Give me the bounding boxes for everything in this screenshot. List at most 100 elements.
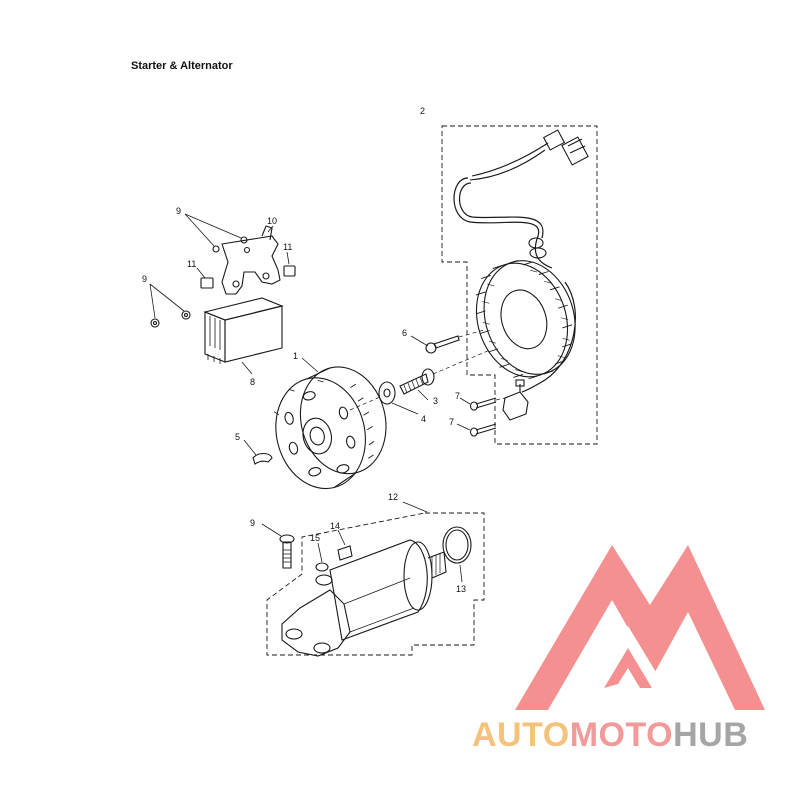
part-1-flywheel	[273, 366, 387, 490]
callout-10: 10	[267, 216, 277, 226]
screw-7a	[475, 397, 497, 409]
vent-hole	[302, 391, 316, 401]
callout-1: 1	[293, 351, 298, 361]
motor-mount	[281, 589, 351, 657]
callout-15: 15	[310, 533, 320, 543]
starter-bolt-threads	[283, 549, 291, 563]
leader-13	[459, 564, 463, 583]
group-box-2	[441, 125, 598, 445]
watermark-logo	[515, 545, 765, 710]
flywheel-rim-top	[306, 367, 331, 380]
pickup-sensor-tab	[515, 379, 525, 387]
flywheel-hub-inner	[309, 426, 325, 446]
washer-4-outer	[378, 381, 396, 405]
dashed-axis-4	[349, 396, 381, 411]
callout-12: 12	[388, 492, 398, 502]
leader-9c	[149, 283, 156, 319]
callout-2: 2	[420, 106, 425, 116]
part-14-terminal-nut	[337, 529, 353, 561]
stator-coil	[475, 260, 576, 380]
group-box-12	[266, 512, 485, 656]
starter-bolt-head	[279, 534, 295, 544]
connector-a	[542, 129, 566, 151]
dashed-axis-7	[495, 397, 507, 401]
mount-hole-2	[313, 642, 331, 654]
bolt-3-thread-lines	[403, 376, 424, 394]
stator-windings	[475, 260, 573, 380]
connector-detail	[567, 138, 583, 147]
leader-14	[337, 529, 346, 546]
bolt-9d	[181, 310, 191, 320]
motor-body	[329, 539, 428, 641]
stator-outer-ring	[475, 262, 569, 378]
motor-housing-line	[343, 577, 415, 633]
bracket-10-plate	[221, 235, 281, 295]
flywheel-vent-holes	[284, 391, 356, 477]
flywheel-magnets	[273, 379, 324, 416]
leader-7b	[456, 423, 471, 431]
vent-hole	[284, 411, 294, 425]
leader-4	[391, 402, 419, 415]
vent-hole	[336, 464, 350, 474]
leader-8	[241, 361, 253, 375]
part-5-woodruff-key	[243, 439, 273, 465]
key-5-body	[252, 452, 273, 465]
leader-9d	[149, 283, 185, 312]
bolt-9c	[150, 318, 160, 328]
callout-7a: 7	[455, 391, 460, 401]
part-11-clips	[196, 251, 296, 289]
vent-hole	[346, 435, 356, 449]
leader-9e	[261, 523, 282, 537]
callout-11a: 11	[187, 259, 196, 269]
watermark-word-moto: MOTO	[569, 716, 674, 754]
flywheel-back-rim	[299, 366, 387, 475]
bracket-hole-3	[243, 246, 251, 254]
callout-11b: 11	[283, 242, 292, 252]
callout-8: 8	[250, 377, 255, 387]
watermark-text: AUTOMOTOHUB	[472, 716, 748, 755]
bolt-9a	[212, 245, 220, 253]
part-3-flywheel-bolt	[399, 349, 491, 401]
bolt-3-thread	[399, 373, 429, 395]
bracket-10-arm	[261, 225, 273, 241]
leader-10	[267, 225, 274, 233]
regulator-fins	[207, 316, 221, 364]
leader-3	[417, 389, 429, 401]
leader-11a	[196, 267, 206, 279]
watermark-word-auto: AUTO	[472, 716, 570, 754]
connector-plug	[542, 129, 589, 166]
callout-14: 14	[330, 521, 340, 531]
stator-wire-harness-2	[458, 182, 544, 239]
connector-wires	[469, 142, 549, 181]
callout-6: 6	[402, 328, 407, 338]
bracket-hole-2	[262, 272, 270, 280]
clip-11a	[200, 277, 214, 289]
part-2-stator-group	[441, 125, 598, 445]
leader-12	[402, 501, 428, 513]
o-ring-outer	[442, 526, 472, 564]
callout-numbers: 1 2 3 4 5 6 7 7 8 9 9 9 10 11 11 12 13 1…	[142, 106, 466, 594]
leader-5	[243, 439, 257, 456]
bolt-9d-inner	[183, 312, 189, 318]
watermark-word-hub: HUB	[673, 716, 749, 754]
bolt-6-shaft	[433, 335, 460, 349]
stator-wire-to-sensor	[521, 281, 576, 393]
vent-hole	[288, 441, 299, 455]
part-10-bracket	[221, 225, 281, 295]
dashed-axis-6	[458, 329, 485, 338]
stator-windings-shade	[482, 269, 570, 372]
regulator-side	[224, 305, 283, 363]
part-8-regulator	[203, 297, 284, 375]
wire-grommet-2	[529, 247, 547, 259]
part-15-washer	[315, 542, 329, 572]
mount-hole-1	[285, 628, 303, 640]
motor-terminal	[315, 574, 333, 586]
part-4-washer	[349, 381, 419, 415]
washer-15	[315, 562, 329, 572]
screw-7a-head	[469, 401, 479, 411]
part-6-stator-bolt	[410, 329, 485, 354]
callout-9a: 9	[176, 206, 181, 216]
leader-1	[301, 357, 319, 373]
